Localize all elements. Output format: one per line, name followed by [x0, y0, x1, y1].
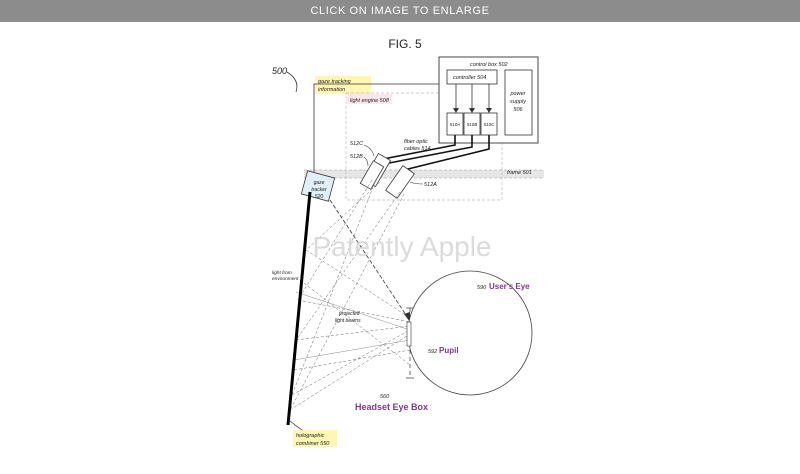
beams-label-line1: projected	[338, 311, 360, 317]
pupil-number: 592	[428, 349, 437, 355]
fiber-label-line1: fiber optic	[404, 139, 428, 145]
power-line3: 506	[513, 107, 523, 113]
fiber-cable-a	[377, 135, 456, 161]
power-line1: power	[510, 91, 527, 97]
controller-label: controller 504	[453, 75, 486, 81]
patent-figure[interactable]: FIG. 5 500 gaze tracking information fra…	[0, 22, 800, 474]
projector-510a-label: 510A	[450, 122, 461, 127]
leader-512a	[409, 181, 424, 185]
light-engine-highlight	[346, 94, 392, 104]
arrowhead-510c	[486, 108, 492, 113]
eyebox-name: Headset Eye Box	[355, 402, 428, 412]
light-engine-region	[345, 92, 503, 201]
label-512c: 512C	[350, 141, 363, 147]
gaze-info-highlight	[315, 76, 371, 94]
projector-head-512b	[359, 160, 385, 190]
power-supply-box	[504, 69, 533, 136]
arrowhead-510a	[453, 108, 459, 113]
gaze-sight-arrowhead	[404, 312, 410, 322]
watermark: Patently Apple	[312, 231, 491, 262]
leader-512c	[363, 144, 375, 157]
pupil	[406, 321, 412, 347]
gaze-sight-line	[329, 199, 409, 319]
projector-510c-label: 510C	[484, 122, 496, 127]
combiner-line1: holographic	[296, 433, 325, 439]
gaze-info-line	[313, 83, 439, 172]
eye-number: 590	[477, 285, 487, 291]
env-label-line1: light from	[272, 270, 292, 276]
beams-label-line2: light beams	[335, 318, 361, 324]
ref-500: 500	[272, 66, 287, 76]
environment-light	[293, 291, 411, 361]
eyebox-number: 560	[380, 394, 390, 400]
light-engine-label: light engine 508	[350, 98, 390, 104]
projector-head-512a	[385, 165, 415, 199]
arrowhead-510b	[469, 108, 475, 113]
combiner-line2: combiner 550	[296, 441, 330, 447]
frame-band	[304, 170, 544, 178]
leader-512b	[363, 156, 369, 167]
control-box-label: control box 502	[470, 62, 508, 68]
label-512a: 512A	[424, 182, 437, 188]
pupil-name: Pupil	[439, 346, 459, 355]
holographic-combiner	[286, 191, 312, 426]
leader-500	[286, 71, 298, 93]
env-label-line2: environment	[272, 276, 299, 282]
figure-title: FIG. 5	[388, 37, 422, 51]
projector-510b-label: 510B	[467, 122, 478, 127]
gaze-info-line2: information	[318, 87, 345, 93]
gaze-info-line1: gaze tracking	[318, 79, 352, 85]
label-512b: 512B	[350, 154, 363, 160]
frame-label: frame 501	[507, 170, 532, 176]
fiber-cable-c	[403, 135, 490, 171]
fiber-label-line2: cables 514	[404, 146, 431, 152]
gaze-tracker-line2: tracker	[311, 187, 327, 193]
power-line2: supply	[510, 99, 527, 105]
gaze-tracker-line1: gaze	[314, 180, 325, 186]
enlarge-banner[interactable]: CLICK ON IMAGE TO ENLARGE	[0, 0, 800, 22]
combiner-highlight	[293, 430, 337, 447]
eye-name: User's Eye	[489, 282, 530, 291]
fiber-cable-b	[383, 135, 473, 165]
gaze-tracker-line3: 520	[315, 194, 324, 200]
projected-beams	[289, 179, 411, 411]
